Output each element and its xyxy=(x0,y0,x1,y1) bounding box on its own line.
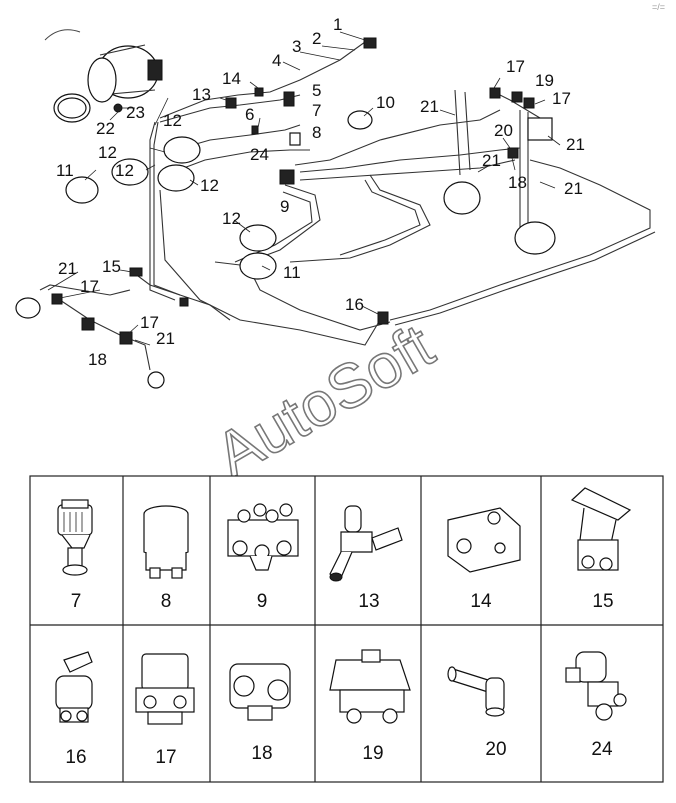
callout-labels: 1 2 3 4 5 6 7 8 9 10 11 11 12 12 12 12 1… xyxy=(56,15,585,369)
air-tank-icon xyxy=(44,29,163,123)
part-label-14: 14 xyxy=(470,591,492,612)
callout-7: 7 xyxy=(312,101,321,120)
valve-block-icon xyxy=(447,507,521,573)
parts-table: 7 8 9 13 14 15 16 17 18 19 20 24 xyxy=(29,475,664,783)
callout-20: 20 xyxy=(494,121,513,140)
part-label-7: 7 xyxy=(71,591,82,612)
callout-16: 16 xyxy=(345,295,364,314)
relay-valve-icon xyxy=(135,653,195,725)
pneumatic-schematic: 1 2 3 4 5 6 7 8 9 10 11 11 12 12 12 12 1… xyxy=(15,2,665,491)
part-label-15: 15 xyxy=(592,591,613,612)
callout-9: 9 xyxy=(280,197,289,216)
callout-15: 15 xyxy=(102,257,121,276)
brake-chamber-12b-icon xyxy=(163,136,201,164)
callout-2: 2 xyxy=(312,29,321,48)
callout-21b: 21 xyxy=(566,135,585,154)
callout-4: 4 xyxy=(272,51,281,70)
callout-21f: 21 xyxy=(156,329,175,348)
callout-12c: 12 xyxy=(115,161,134,180)
lower-chamber-icon xyxy=(147,371,165,389)
corner-mark: =/= xyxy=(652,2,665,12)
callout-23: 23 xyxy=(126,103,145,122)
brake-chamber-12a-icon xyxy=(111,158,149,186)
watermark: AutoSoft xyxy=(205,311,445,490)
callout-13: 13 xyxy=(192,85,211,104)
callout-12b: 12 xyxy=(98,143,117,162)
spring-brake-left-icon xyxy=(443,181,481,215)
air-dryer-valve-icon xyxy=(57,499,93,576)
callout-17d: 17 xyxy=(140,313,159,332)
part-label-16: 16 xyxy=(65,747,86,768)
part-label-20: 20 xyxy=(485,739,506,760)
callout-5: 5 xyxy=(312,81,321,100)
callout-1: 1 xyxy=(333,15,342,34)
part-label-17: 17 xyxy=(155,747,176,768)
callout-17b: 17 xyxy=(552,89,571,108)
callout-12a: 12 xyxy=(163,111,182,130)
part-label-9: 9 xyxy=(257,591,268,612)
leader-lines xyxy=(47,31,561,346)
callout-14: 14 xyxy=(222,69,241,88)
callout-19: 19 xyxy=(535,71,554,90)
callout-8: 8 xyxy=(312,123,321,142)
callout-17c: 17 xyxy=(80,277,99,296)
brake-chamber-11-icon xyxy=(65,176,99,204)
brake-chambers xyxy=(15,110,556,389)
relay-valve-19-icon xyxy=(329,649,411,724)
brake-chamber-12c-icon xyxy=(157,164,195,192)
brake-chamber-10-icon xyxy=(347,110,373,130)
callout-12d: 12 xyxy=(200,176,219,195)
callout-18a: 18 xyxy=(508,173,527,192)
callout-3: 3 xyxy=(292,37,301,56)
left-chamber-icon xyxy=(15,297,41,319)
callout-11b: 11 xyxy=(283,263,301,282)
callout-21d: 21 xyxy=(564,179,583,198)
callout-21a: 21 xyxy=(420,97,439,116)
callout-21c: 21 xyxy=(482,151,501,170)
callout-12e: 12 xyxy=(222,209,241,228)
callout-11a: 11 xyxy=(56,161,74,180)
valve-21-icon xyxy=(527,117,553,141)
brake-pedal-valve-icon xyxy=(570,487,632,571)
brake-chamber-11b-icon xyxy=(239,252,277,280)
callout-24: 24 xyxy=(250,145,269,164)
hand-brake-valve-icon xyxy=(55,651,93,723)
callout-18b: 18 xyxy=(88,350,107,369)
callout-21e: 21 xyxy=(58,259,77,278)
part-label-19: 19 xyxy=(362,743,383,764)
tee-fitting-icon xyxy=(447,666,505,717)
callout-17a: 17 xyxy=(506,57,525,76)
callout-22: 22 xyxy=(96,119,115,138)
part-label-8: 8 xyxy=(161,591,172,612)
part-label-24: 24 xyxy=(591,739,613,760)
callout-6: 6 xyxy=(245,105,254,124)
part-label-13: 13 xyxy=(358,591,379,612)
part-label-18: 18 xyxy=(251,743,272,764)
small-valves xyxy=(51,37,535,345)
pressure-regulator-icon xyxy=(329,505,403,582)
four-circuit-protection-valve-icon xyxy=(227,503,299,571)
air-dryer-canister-icon xyxy=(143,505,189,579)
callout-10: 10 xyxy=(376,93,395,112)
quick-release-valve-icon xyxy=(229,663,291,721)
spring-brake-right-icon xyxy=(514,221,556,255)
drain-valve-icon xyxy=(565,651,627,721)
